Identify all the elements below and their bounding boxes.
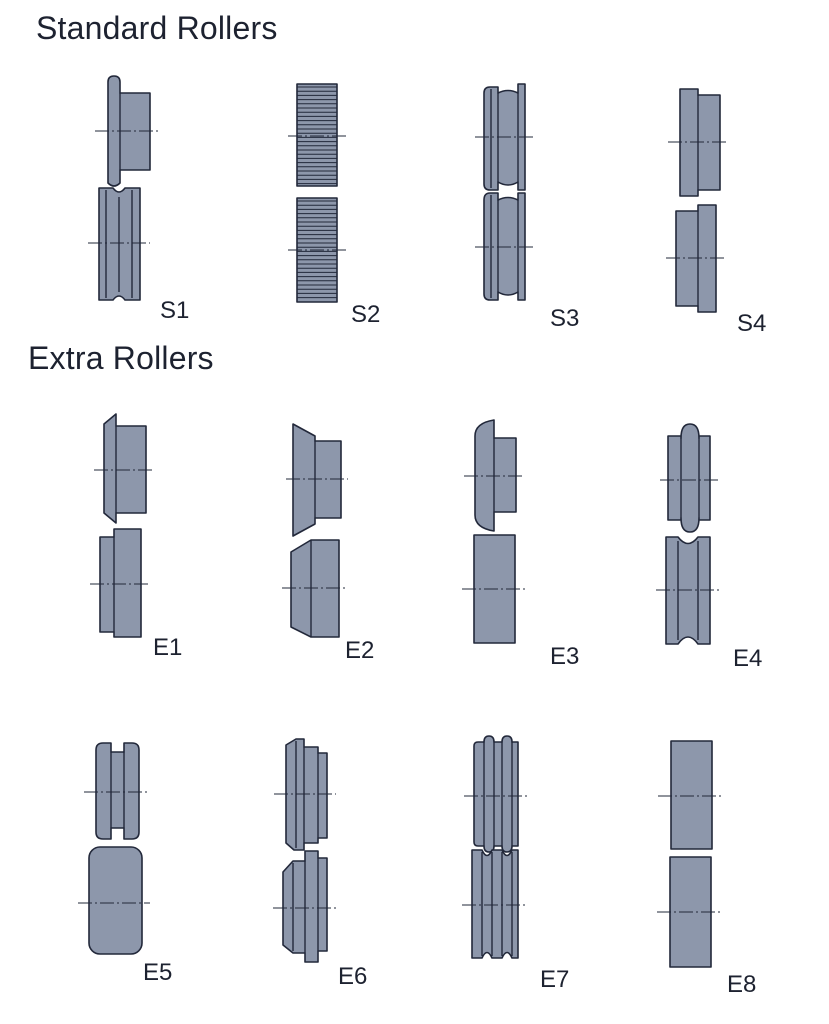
roller-e6-lower	[273, 850, 336, 963]
roller-e1: E1	[90, 413, 182, 661]
roller-e3-upper	[464, 419, 524, 532]
roller-s3-upper	[475, 83, 534, 191]
roller-label-e7: E7	[540, 966, 569, 993]
roller-e8-upper	[658, 740, 722, 850]
roller-label-s1: S1	[160, 297, 189, 324]
roller-s1-upper	[95, 75, 158, 187]
knurl-pattern-upper	[297, 86, 337, 185]
roller-e8-lower	[657, 856, 721, 968]
roller-e1-upper	[94, 413, 152, 524]
roller-label-e1: E1	[153, 634, 182, 661]
roller-s2-upper	[288, 83, 346, 187]
roller-label-e5: E5	[143, 959, 172, 986]
roller-e3: E3	[462, 419, 579, 670]
roller-e8: E8	[657, 740, 756, 998]
roller-e5: E5	[78, 742, 172, 986]
roller-label-e2: E2	[345, 637, 374, 664]
roller-label-s4: S4	[737, 310, 766, 337]
roller-s4-upper	[668, 88, 728, 197]
roller-e5-upper	[84, 742, 150, 840]
roller-label-s3: S3	[550, 305, 579, 332]
roller-s4: S4	[666, 88, 766, 337]
roller-e2: E2	[282, 423, 374, 664]
roller-s1-lower	[88, 187, 150, 301]
roller-label-s2: S2	[351, 301, 380, 328]
roller-label-e8: E8	[727, 971, 756, 998]
roller-e3-lower	[462, 534, 526, 644]
roller-e7-lower	[462, 849, 528, 959]
roller-label-e4: E4	[733, 645, 762, 672]
roller-s1: S1	[88, 75, 189, 324]
roller-s2: S2	[288, 83, 380, 328]
roller-label-e6: E6	[338, 963, 367, 990]
roller-e4: E4	[656, 423, 762, 672]
roller-label-e3: E3	[550, 643, 579, 670]
roller-s3-lower	[475, 192, 534, 301]
roller-s2-lower	[288, 197, 346, 303]
roller-e6-upper	[274, 738, 336, 851]
roller-e4-lower	[656, 536, 722, 645]
roller-e7: E7	[462, 735, 569, 993]
extra-rollers-title: Extra Rollers	[28, 340, 214, 376]
roller-e2-upper	[286, 423, 348, 537]
roller-e2-lower	[282, 539, 346, 638]
roller-e1-lower	[90, 528, 148, 638]
roller-s4-lower	[666, 204, 726, 313]
roller-s3: S3	[475, 83, 579, 332]
standard-rollers-title: Standard Rollers	[36, 10, 278, 46]
knurl-pattern-lower	[297, 200, 337, 299]
roller-e6: E6	[273, 738, 367, 990]
roller-e7-upper	[464, 735, 528, 853]
roller-e4-upper	[660, 423, 720, 533]
roller-e5-lower	[78, 846, 150, 955]
